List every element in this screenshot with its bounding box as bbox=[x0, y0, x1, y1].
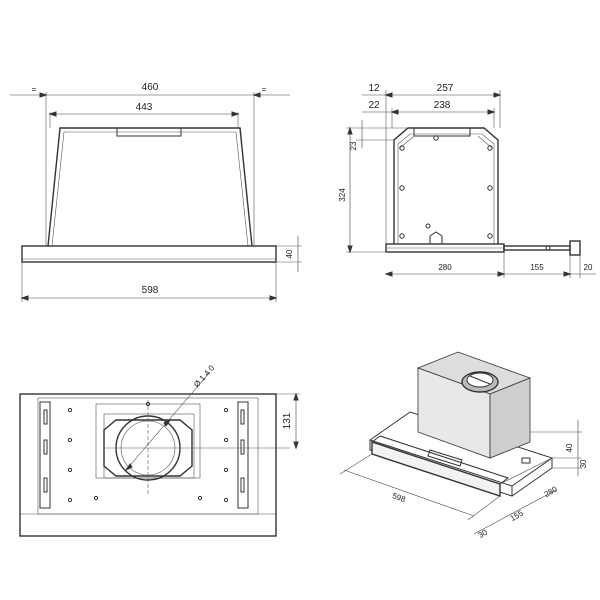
dim-label-22: 22 bbox=[368, 100, 380, 111]
bottom-outline bbox=[19, 393, 277, 537]
dim-label-30-iso: 30 bbox=[477, 527, 490, 540]
side-motor-cap bbox=[413, 127, 471, 137]
equal-mark-right: = bbox=[262, 85, 267, 94]
dim-label-155-side: 155 bbox=[530, 263, 544, 272]
dim-label-40-iso: 40 bbox=[565, 443, 574, 452]
dim-label-20-side: 20 bbox=[584, 263, 593, 272]
front-panel bbox=[21, 245, 277, 263]
iso-view: 598 30 155 280 40 30 bbox=[339, 351, 588, 540]
equal-mark-left: = bbox=[32, 85, 37, 94]
side-view: 12 257 22 238 23 324 280 155 20 bbox=[338, 83, 596, 278]
dim-label-30-height-iso: 30 bbox=[579, 459, 588, 468]
side-extension-rail bbox=[503, 245, 571, 251]
dim-label-598: 598 bbox=[142, 285, 159, 296]
front-view: 460 = = 443 598 40 bbox=[10, 82, 302, 302]
motor-housing-front bbox=[116, 127, 182, 137]
dim-label-324: 324 bbox=[338, 188, 347, 202]
dim-label-155-iso: 155 bbox=[509, 508, 526, 523]
dim-line-598-iso bbox=[343, 469, 475, 517]
dim-label-238: 238 bbox=[434, 100, 451, 111]
side-handle bbox=[569, 240, 581, 256]
dim-label-131: 131 bbox=[282, 412, 293, 429]
dim-label-598-iso: 598 bbox=[391, 491, 407, 504]
dim-label-257: 257 bbox=[437, 83, 454, 94]
dim-label-23: 23 bbox=[349, 141, 358, 150]
dim-label-280-side: 280 bbox=[438, 263, 452, 272]
dim-label-12: 12 bbox=[368, 83, 380, 94]
bottom-view: Ø 1 4 0 131 bbox=[19, 363, 300, 537]
dim-line-depth-iso bbox=[473, 489, 557, 535]
dim-label-443: 443 bbox=[136, 102, 153, 113]
dim-label-40-front: 40 bbox=[285, 249, 294, 258]
duct-flange bbox=[103, 419, 193, 477]
dim-label-diameter: Ø 1 4 0 bbox=[192, 363, 217, 389]
dim-label-460: 460 bbox=[142, 82, 159, 93]
dim-label-280-iso: 280 bbox=[543, 484, 560, 499]
